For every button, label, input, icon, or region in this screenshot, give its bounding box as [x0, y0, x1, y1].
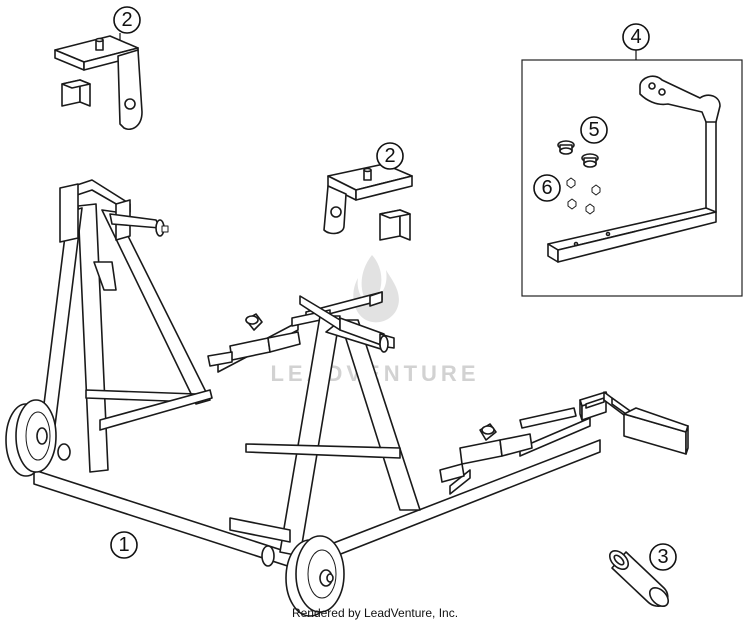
kit-box [521, 59, 743, 297]
watermark-flame-icon [353, 255, 399, 323]
callout-2-middle-label: 2 [384, 145, 395, 167]
callout-5: 5 [580, 116, 608, 144]
socket-sleeve [608, 549, 670, 608]
callout-2-top: 2 [113, 6, 141, 40]
callout-4-label: 4 [630, 26, 641, 48]
callout-5-label: 5 [588, 119, 599, 141]
adapter-bracket-left [54, 35, 143, 130]
callout-1-label: 1 [118, 534, 129, 556]
nut-set [566, 177, 601, 215]
callout-3-label: 3 [657, 546, 668, 568]
callout-3: 3 [649, 543, 677, 571]
adapter-bracket-right [323, 163, 413, 241]
callout-1: 1 [110, 531, 138, 559]
callout-6-label: 6 [541, 177, 552, 199]
render-credit: Rendered by LeadVenture, Inc. [291, 606, 459, 620]
callout-4: 4 [622, 23, 650, 60]
callout-6: 6 [533, 174, 561, 202]
callout-2-middle: 2 [376, 142, 404, 170]
paddock-stand-frame [5, 179, 689, 617]
callout-2-top-label: 2 [121, 9, 132, 31]
screw-set [557, 140, 599, 168]
support-bracket [547, 75, 721, 263]
